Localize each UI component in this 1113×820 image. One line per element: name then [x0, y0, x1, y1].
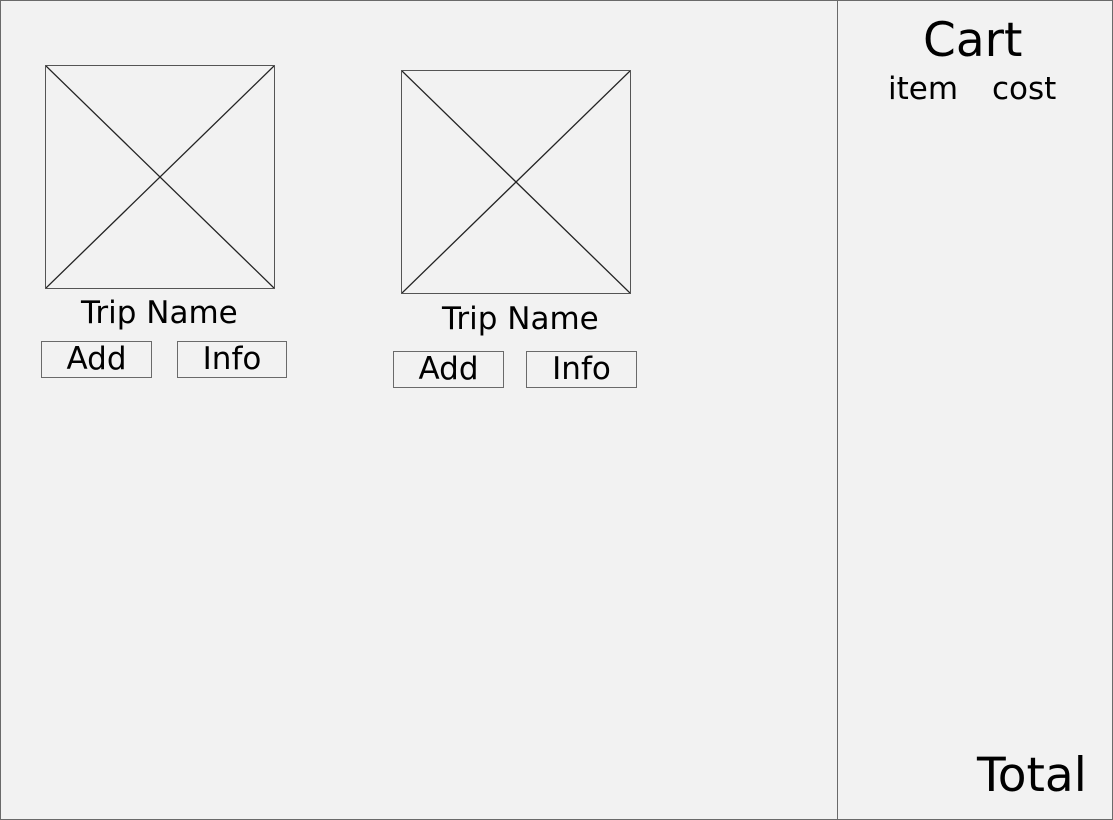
trip-info-button[interactable]: Info: [177, 341, 287, 378]
trip-info-button[interactable]: Info: [526, 351, 637, 388]
trip-name: Trip Name: [81, 295, 238, 331]
add-trip-button[interactable]: Add: [393, 351, 504, 388]
cart-total-label: Total: [977, 748, 1087, 803]
trip-image-placeholder-icon: [45, 65, 275, 289]
trip-image-placeholder-icon: [401, 70, 631, 294]
trip-name: Trip Name: [442, 301, 599, 337]
cart-divider: [837, 0, 838, 820]
cart-column-item: item: [888, 71, 959, 107]
add-trip-button[interactable]: Add: [41, 341, 152, 378]
cart-title: Cart: [923, 13, 1023, 68]
cart-column-cost: cost: [992, 71, 1057, 107]
